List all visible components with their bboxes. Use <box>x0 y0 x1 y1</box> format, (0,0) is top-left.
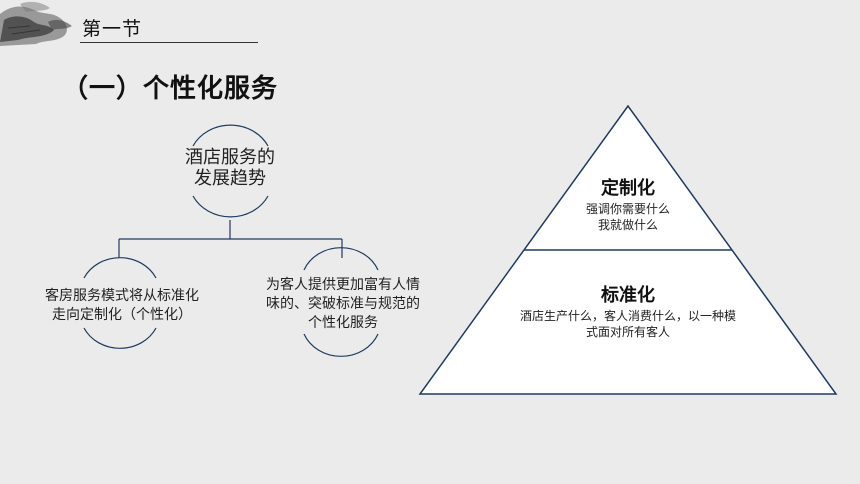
pyramid-top-title: 定制化 <box>601 178 655 199</box>
tree-left-line-1: 客房服务模式将从标准化 <box>45 288 199 304</box>
pyramid-bottom-description: 酒店生产什么，客人消费什么，以一种模 式面对所有客人 <box>490 308 766 340</box>
tree-right-line-3: 个性化服务 <box>308 315 378 331</box>
tree-root-line-2: 发展趋势 <box>194 168 266 189</box>
tree-left-line-2: 走向定制化（个性化） <box>52 307 192 323</box>
slide-heading: （一）个性化服务 <box>62 74 279 104</box>
pyramid-bottom-desc-line-2: 式面对所有客人 <box>585 325 670 339</box>
header-underline <box>80 42 258 43</box>
pyramid-top-description: 强调你需要什么 我就做什么 <box>560 201 696 233</box>
tree-right-node: 为客人提供更加富有人情 味的、突破标准与规范的 个性化服务 <box>246 276 440 333</box>
section-title: 第一节 <box>82 18 143 40</box>
tree-root-line-1: 酒店服务的 <box>185 147 275 168</box>
tree-root-node: 酒店服务的 发展趋势 <box>160 147 300 189</box>
pyramid-bottom-title: 标准化 <box>601 285 655 306</box>
tree-left-node: 客房服务模式将从标准化 走向定制化（个性化） <box>22 287 222 325</box>
tree-right-line-2: 味的、突破标准与规范的 <box>266 296 420 312</box>
pyramid-bottom-desc-line-1: 酒店生产什么，客人消费什么，以一种模 <box>519 309 736 323</box>
pyramid-top-desc-line-2: 我就做什么 <box>597 218 658 232</box>
pyramid-top-desc-line-1: 强调你需要什么 <box>585 202 670 216</box>
tree-right-line-1: 为客人提供更加富有人情 <box>266 277 420 293</box>
ink-painting-decoration <box>0 1 72 46</box>
